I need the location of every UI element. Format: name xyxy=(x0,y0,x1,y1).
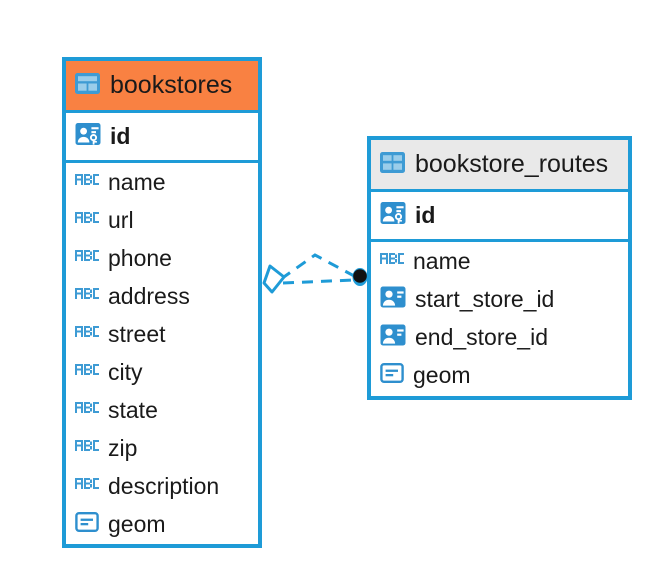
header-divider xyxy=(66,110,258,113)
entity-title: bookstore_routes xyxy=(415,150,609,178)
field-row-id[interactable]: id xyxy=(66,113,258,160)
text-abc-icon xyxy=(75,363,99,381)
field-label: street xyxy=(108,320,166,347)
field-row-start-store-id[interactable]: start_store_id xyxy=(371,280,628,318)
primary-key-divider xyxy=(371,239,628,242)
geometry-icon xyxy=(380,361,404,390)
primary-key-divider xyxy=(66,160,258,163)
text-abc-icon xyxy=(75,211,99,229)
table-icon xyxy=(75,72,100,99)
field-row-zip[interactable]: zip xyxy=(66,429,258,467)
text-abc-icon xyxy=(75,249,99,267)
primary-key-icon xyxy=(75,121,101,152)
entity-title: bookstores xyxy=(110,71,233,99)
text-abc-icon xyxy=(380,252,404,270)
field-label: geom xyxy=(413,361,471,388)
entity-table-bookstore-routes[interactable]: bookstore_routes id xyxy=(367,136,632,400)
field-row-geom[interactable]: geom xyxy=(66,505,258,543)
field-label: city xyxy=(108,358,143,385)
text-abc-icon xyxy=(75,325,99,343)
field-label: phone xyxy=(108,244,172,271)
field-label: zip xyxy=(108,434,138,461)
text-abc-icon xyxy=(75,287,99,305)
diamond-open-marker xyxy=(262,264,286,294)
geometry-icon xyxy=(75,510,99,539)
entity-table-bookstores[interactable]: bookstores id xyxy=(62,57,262,548)
primary-key-icon xyxy=(380,200,406,231)
field-list-bookstores: name u xyxy=(66,163,258,543)
field-row-geom[interactable]: geom xyxy=(371,356,628,394)
table-icon xyxy=(380,151,405,178)
field-label: name xyxy=(413,247,471,274)
header-divider xyxy=(371,189,628,192)
relationship-edge-lower xyxy=(282,278,355,285)
field-label: end_store_id xyxy=(415,323,548,350)
field-label: address xyxy=(108,282,190,309)
field-row-url[interactable]: url xyxy=(66,201,258,239)
field-row-street[interactable]: street xyxy=(66,315,258,353)
field-label: state xyxy=(108,396,158,423)
field-row-id[interactable]: id xyxy=(371,192,628,239)
field-row-phone[interactable]: phone xyxy=(66,239,258,277)
field-label: name xyxy=(108,168,166,195)
foreign-key-icon xyxy=(380,323,406,352)
entity-header-bookstore-routes[interactable]: bookstore_routes xyxy=(371,140,628,189)
text-abc-icon xyxy=(75,401,99,419)
field-row-name[interactable]: name xyxy=(371,242,628,280)
field-label: geom xyxy=(108,510,166,537)
text-abc-icon xyxy=(75,477,99,495)
field-row-end-store-id[interactable]: end_store_id xyxy=(371,318,628,356)
text-abc-icon xyxy=(75,439,99,457)
field-label: description xyxy=(108,472,220,499)
field-row-state[interactable]: state xyxy=(66,391,258,429)
field-label: id xyxy=(415,202,436,228)
relationship-edge-upper xyxy=(280,253,357,281)
text-abc-icon xyxy=(75,173,99,191)
field-row-name[interactable]: name xyxy=(66,163,258,201)
field-row-description[interactable]: description xyxy=(66,467,258,505)
filled-circle-marker xyxy=(352,268,368,286)
field-label: id xyxy=(110,123,131,149)
field-label: start_store_id xyxy=(415,285,555,312)
field-row-city[interactable]: city xyxy=(66,353,258,391)
field-list-bookstore-routes: name start_store_id xyxy=(371,242,628,394)
foreign-key-icon xyxy=(380,285,406,314)
field-row-address[interactable]: address xyxy=(66,277,258,315)
field-label: url xyxy=(108,206,134,233)
entity-header-bookstores[interactable]: bookstores xyxy=(66,61,258,110)
